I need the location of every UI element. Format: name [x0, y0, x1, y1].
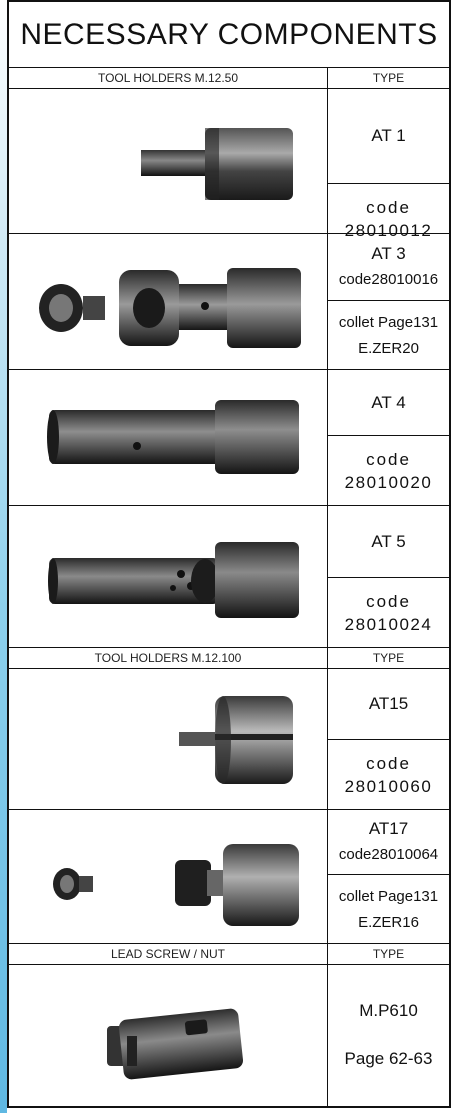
type-cell: AT15 — [328, 668, 449, 740]
type-page-cell: M.P610 Page 62-63 — [328, 964, 449, 1106]
code-number: 28010060 — [344, 777, 433, 796]
code-number: 28010024 — [344, 615, 433, 634]
type-label: AT17 — [368, 819, 409, 838]
code-cell: code 28010020 — [328, 436, 449, 506]
type-label: AT 3 — [371, 244, 406, 263]
section-header-m1250: TOOL HOLDERS M.12.50 TYPE — [9, 68, 449, 89]
code-number: 28010012 — [344, 221, 433, 240]
tool-holder-at3-image — [39, 268, 301, 348]
section-header-label: TOOL HOLDERS M.12.100 — [9, 648, 328, 668]
code-number: 28010020 — [344, 473, 433, 492]
section-header-m12100: TOOL HOLDERS M.12.100 TYPE — [9, 648, 449, 669]
table-row-at17: AT17 code28010064 collet Page131 E.ZER16 — [9, 810, 449, 944]
type-column-header: TYPE — [372, 651, 405, 665]
table-row-at5: AT 5 code 28010024 — [9, 506, 449, 648]
code-number: code28010064 — [338, 846, 439, 863]
type-code-cell: AT 3 code28010016 — [328, 234, 449, 300]
section-header-label: TOOL HOLDERS M.12.50 — [9, 68, 328, 88]
collet-ref: E.ZER16 — [358, 913, 419, 931]
components-page: NECESSARY COMPONENTS TOOL HOLDERS M.12.5… — [7, 0, 451, 1113]
tool-image-cell — [9, 810, 328, 943]
tool-image-cell — [9, 506, 328, 647]
table-row-at4: AT 4 code 28010020 — [9, 370, 449, 506]
code-label: code — [366, 450, 411, 469]
code-cell: code 28010060 — [328, 740, 449, 810]
table-row-mp610: M.P610 Page 62-63 — [9, 964, 449, 1106]
section-header-lead-screw: LEAD SCREW / NUT TYPE — [9, 944, 449, 965]
section-header-label: LEAD SCREW / NUT — [9, 944, 328, 964]
tool-image-cell — [9, 234, 328, 369]
code-label: code — [366, 592, 411, 611]
type-code-cell: AT17 code28010064 — [328, 810, 449, 874]
tool-holder-at1-image — [141, 128, 293, 200]
tool-image-cell — [9, 88, 328, 233]
collet-cell: collet Page131 E.ZER20 — [328, 300, 449, 370]
type-cell: AT 1 — [328, 88, 449, 184]
code-number: code28010016 — [338, 271, 439, 288]
components-table: TOOL HOLDERS M.12.50 TYPE — [7, 68, 451, 1108]
table-row-at15: AT15 code 28010060 — [9, 668, 449, 810]
page-title: NECESSARY COMPONENTS — [7, 0, 451, 68]
type-cell: AT 5 — [328, 506, 449, 578]
tool-holder-at17-image — [53, 844, 299, 926]
type-column-header: TYPE — [372, 947, 405, 961]
tool-image-cell — [9, 964, 328, 1106]
page-reference: Page 62-63 — [344, 1049, 433, 1068]
tool-holder-at4-image — [47, 400, 299, 474]
blue-edge-stripe — [0, 0, 7, 1113]
collet-page: collet Page131 — [338, 887, 439, 905]
collet-cell: collet Page131 E.ZER16 — [328, 874, 449, 944]
tool-image-cell — [9, 668, 328, 809]
code-cell: code 28010012 — [328, 184, 449, 254]
tool-holder-at15-image — [179, 696, 293, 784]
type-column-header: TYPE — [372, 71, 405, 85]
lead-screw-nut-image — [107, 1008, 244, 1080]
code-label: code — [366, 198, 411, 217]
table-row-at3: AT 3 code28010016 collet Page131 E.ZER20 — [9, 234, 449, 370]
collet-page: collet Page131 — [338, 313, 439, 331]
collet-ref: E.ZER20 — [358, 339, 419, 357]
tool-image-cell — [9, 370, 328, 505]
table-row-at1: AT 1 code 28010012 — [9, 88, 449, 240]
tool-holder-at5-image — [48, 542, 299, 618]
type-cell: AT 4 — [328, 370, 449, 436]
code-label: code — [366, 754, 411, 773]
type-label: M.P610 — [359, 1001, 418, 1020]
code-cell: code 28010024 — [328, 578, 449, 648]
